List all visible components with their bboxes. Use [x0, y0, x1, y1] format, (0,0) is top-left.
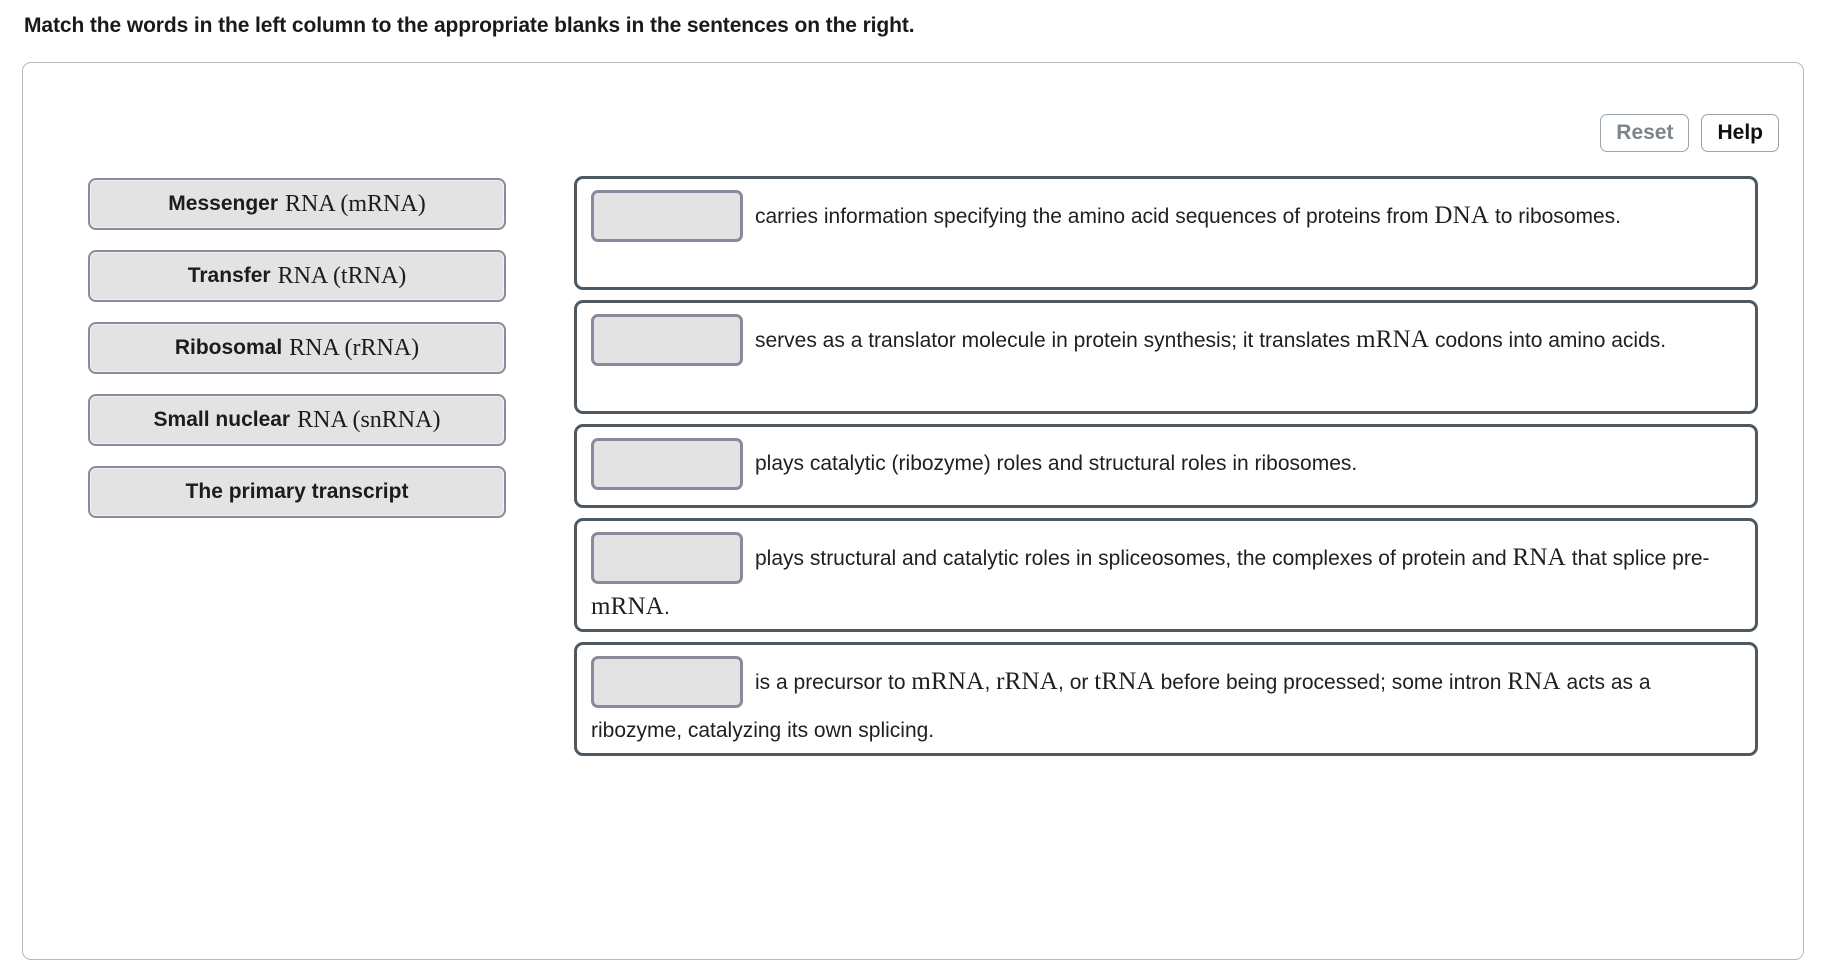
sentence-text: serves as a translator molecule in prote…	[755, 325, 1667, 353]
word-chip-sci-label: RNA (rRNA)	[289, 334, 420, 361]
sentence-term: rRNA	[996, 667, 1059, 695]
answer-drop-slot[interactable]	[591, 438, 743, 490]
sentence-box: plays catalytic (ribozyme) roles and str…	[574, 424, 1758, 508]
sentence-list: carries information specifying the amino…	[574, 176, 1758, 766]
page-title: Match the words in the left column to th…	[24, 14, 915, 37]
sentence-fragment: before being processed; some intron	[1154, 670, 1508, 694]
sentence-fragment: ,	[984, 670, 997, 694]
word-chip-sci-label: RNA (tRNA)	[277, 262, 407, 289]
sentence-term: mRNA	[911, 667, 985, 695]
sentence-term: mRNA	[1356, 325, 1430, 353]
sentence-term: tRNA	[1094, 667, 1155, 695]
sentence-fragment: carries information specifying the amino…	[755, 204, 1435, 228]
sentence-term: RNA	[1512, 543, 1566, 571]
word-chip[interactable]: Messenger RNA (mRNA)	[88, 178, 506, 230]
sentence-box: is a precursor to mRNA, rRNA, or tRNA be…	[574, 642, 1758, 756]
word-chip-label: Transfer	[187, 264, 271, 287]
sentence-fragment: plays catalytic (ribozyme) roles and str…	[755, 452, 1358, 475]
sentence-text: carries information specifying the amino…	[755, 201, 1621, 229]
help-button[interactable]: Help	[1701, 114, 1779, 152]
sentence-box: plays structural and catalytic roles in …	[574, 518, 1758, 632]
sentence-fragment: .	[664, 596, 670, 619]
answer-drop-slot[interactable]	[591, 314, 743, 366]
sentence-text: plays catalytic (ribozyme) roles and str…	[755, 452, 1357, 475]
sentence-fragment: plays structural and catalytic roles in …	[755, 546, 1513, 570]
sentence-fragment: that splice pre-	[1565, 546, 1710, 570]
word-chip-label: Small nuclear	[153, 408, 291, 431]
sentence-fragment: serves as a translator molecule in prote…	[755, 328, 1357, 352]
sentence-term: mRNA	[591, 593, 665, 620]
word-chip-sci-label: RNA (snRNA)	[297, 406, 441, 433]
sentence-text: is a precursor to mRNA, rRNA, or tRNA be…	[591, 667, 1651, 743]
word-chip[interactable]: Small nuclear RNA (snRNA)	[88, 394, 506, 446]
sentence-box: carries information specifying the amino…	[574, 176, 1758, 290]
sentence-fragment: acts as a ribozyme, catalyzing its own s…	[591, 670, 1651, 743]
answer-drop-slot[interactable]	[591, 656, 743, 708]
word-chip-label: Messenger	[168, 192, 279, 215]
sentence-fragment: codons into amino acids.	[1429, 328, 1667, 352]
sentence-fragment: is a precursor to	[755, 670, 912, 694]
reset-button[interactable]: Reset	[1600, 114, 1690, 152]
toolbar: Reset Help	[1600, 114, 1779, 152]
sentence-fragment: to ribosomes.	[1489, 204, 1621, 228]
sentence-term: RNA	[1507, 667, 1561, 695]
sentence-text: plays structural and catalytic roles in …	[591, 543, 1710, 621]
answer-drop-slot[interactable]	[591, 532, 743, 584]
word-chip[interactable]: Transfer RNA (tRNA)	[88, 250, 506, 302]
word-chip-label: Ribosomal	[174, 336, 283, 359]
sentence-box: serves as a translator molecule in prote…	[574, 300, 1758, 414]
answer-drop-slot[interactable]	[591, 190, 743, 242]
word-chip[interactable]: The primary transcript	[88, 466, 506, 518]
word-chip[interactable]: Ribosomal RNA (rRNA)	[88, 322, 506, 374]
sentence-fragment: , or	[1058, 670, 1095, 694]
word-chip-sci-label: RNA (mRNA)	[285, 190, 426, 217]
word-chip-label: The primary transcript	[185, 480, 409, 503]
sentence-term: DNA	[1434, 201, 1490, 229]
exercise-columns: Messenger RNA (mRNA) Transfer RNA (tRNA) Rib…	[23, 63, 1803, 959]
word-bank: Messenger RNA (mRNA) Transfer RNA (tRNA) Rib…	[88, 178, 506, 538]
